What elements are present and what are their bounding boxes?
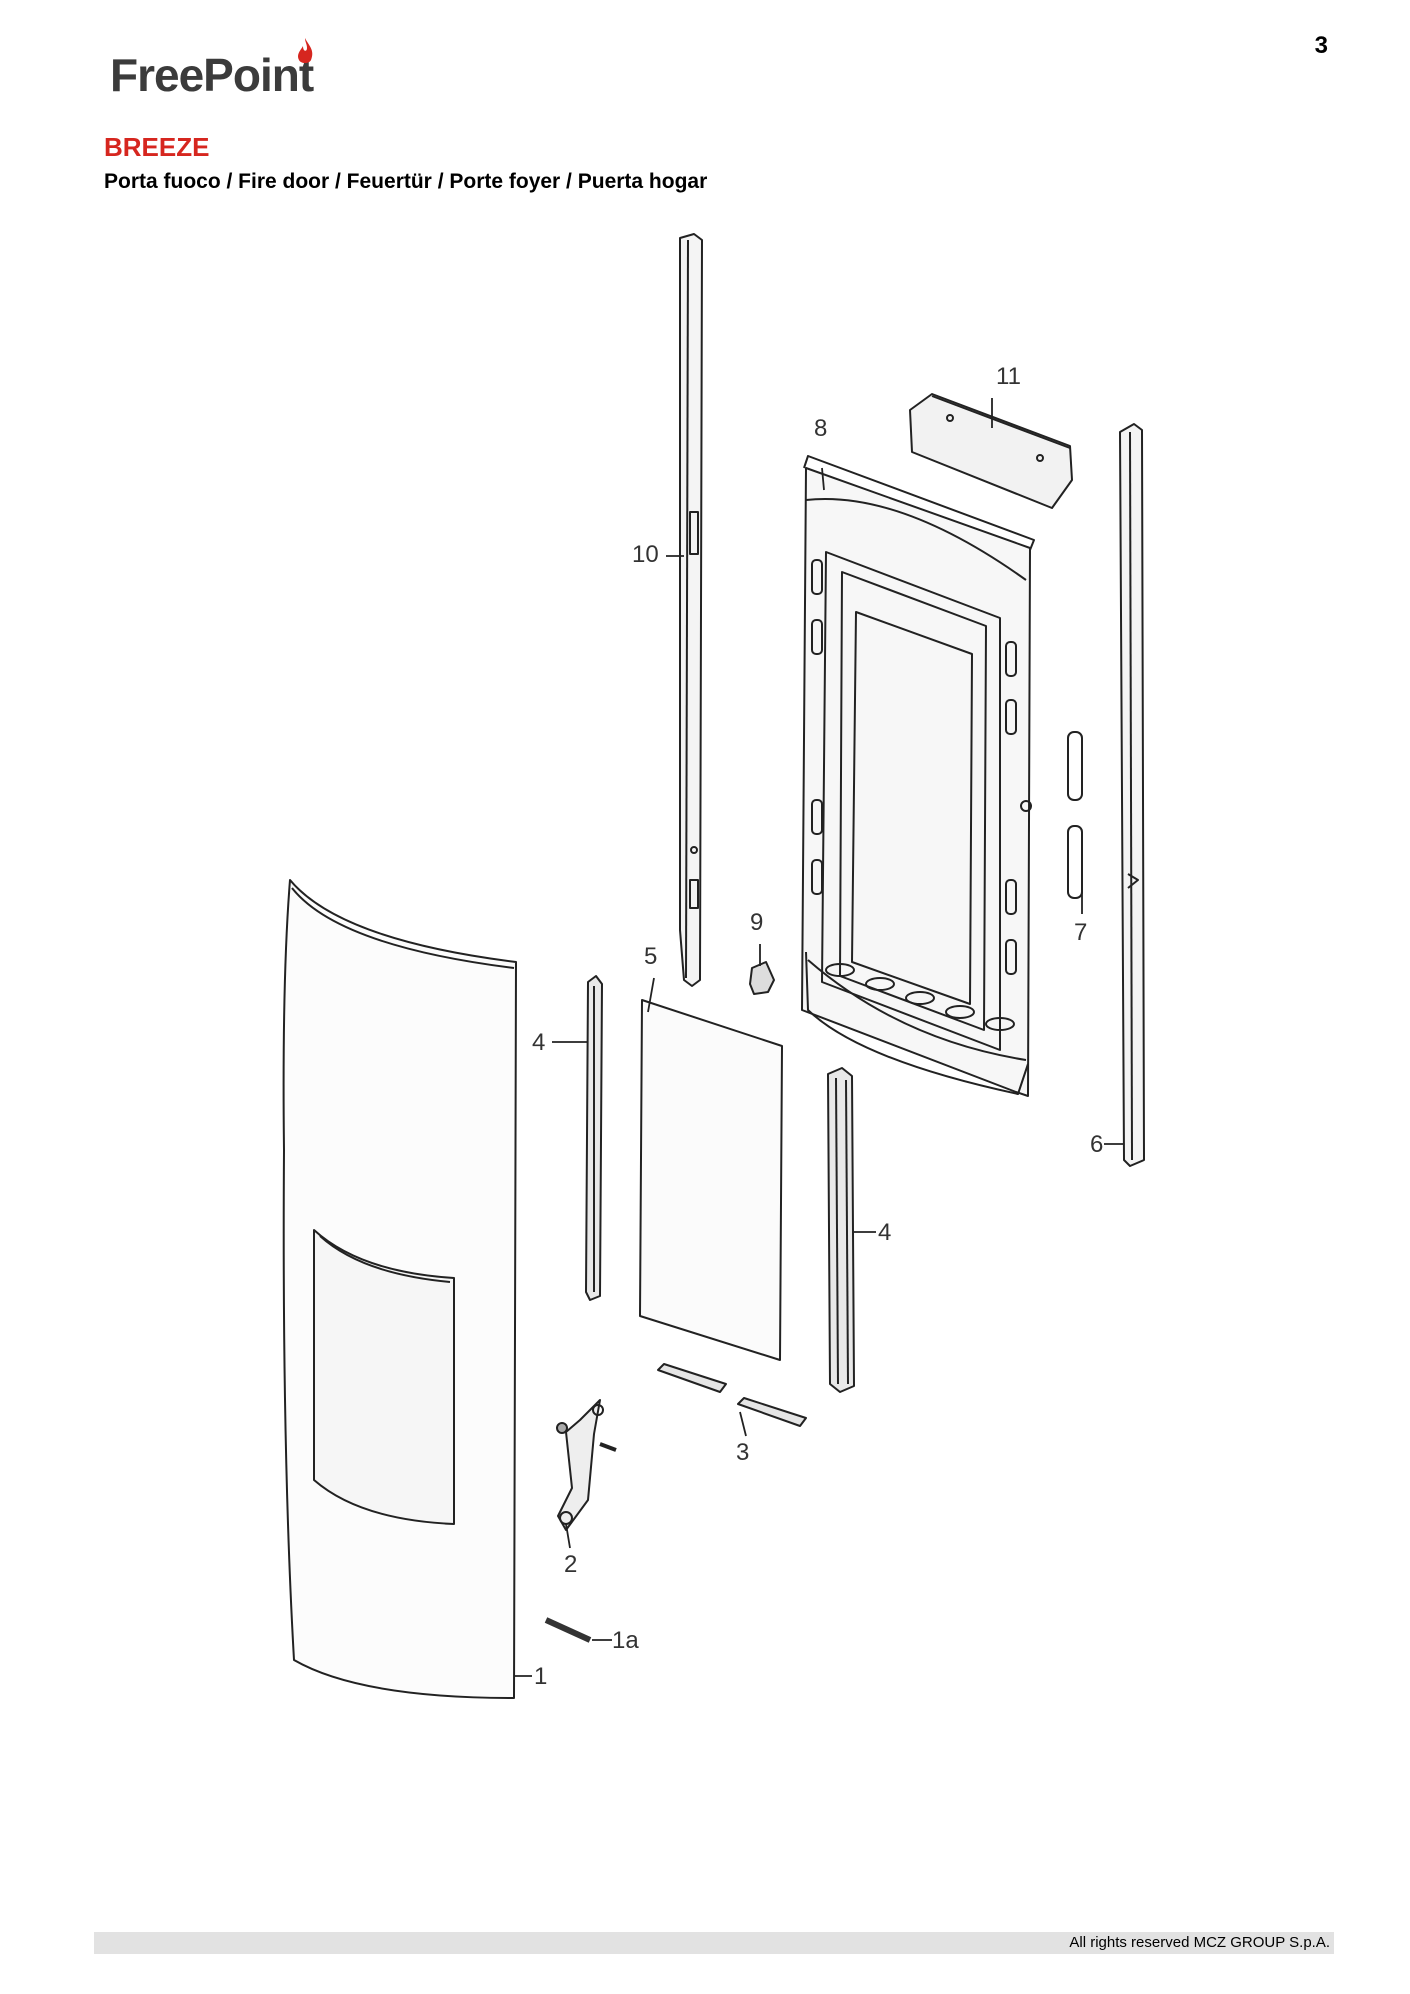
part-1a-badge — [544, 1617, 592, 1643]
part-7-pins — [1067, 731, 1083, 899]
part-9-latch — [749, 961, 775, 995]
label-part-3: 3 — [736, 1439, 749, 1466]
label-part-4-right: 4 — [878, 1219, 891, 1246]
part-1-front-panel — [282, 879, 517, 1699]
freepoint-logo: FreePoint — [110, 36, 340, 106]
flame-icon — [298, 38, 313, 63]
label-part-9: 9 — [750, 909, 763, 936]
label-part-10: 10 — [632, 541, 659, 568]
part-5-glass — [639, 999, 783, 1361]
part-6-side-profile — [1119, 423, 1145, 1167]
part-10-side-profile — [679, 233, 703, 987]
part-4-gasket-right — [827, 1067, 855, 1393]
page-number: 3 — [1314, 32, 1328, 59]
label-part-1a: 1a — [612, 1627, 639, 1654]
part-2-handle-bracket — [556, 1399, 617, 1531]
copyright-text: All rights reserved MCZ GROUP S.p.A. — [1069, 1934, 1330, 1951]
logo-text: FreePoint — [110, 49, 314, 101]
label-part-8: 8 — [814, 415, 827, 442]
section-subtitle: Porta fuoco / Fire door / Feuertür / Por… — [104, 170, 708, 193]
label-part-2: 2 — [564, 1551, 577, 1578]
label-part-4-left: 4 — [532, 1029, 545, 1056]
label-part-5: 5 — [644, 943, 657, 970]
label-part-6: 6 — [1090, 1131, 1103, 1158]
label-part-7: 7 — [1074, 919, 1087, 946]
part-8-door-frame — [801, 455, 1035, 1097]
product-title: BREEZE — [104, 132, 210, 162]
part-3-glass-brackets — [657, 1363, 807, 1427]
part-4-gasket-left — [585, 975, 603, 1301]
footer-bar — [94, 1932, 1334, 1954]
label-part-11: 11 — [996, 363, 1021, 390]
label-part-1: 1 — [534, 1663, 547, 1690]
part-11-deflector — [909, 393, 1073, 509]
